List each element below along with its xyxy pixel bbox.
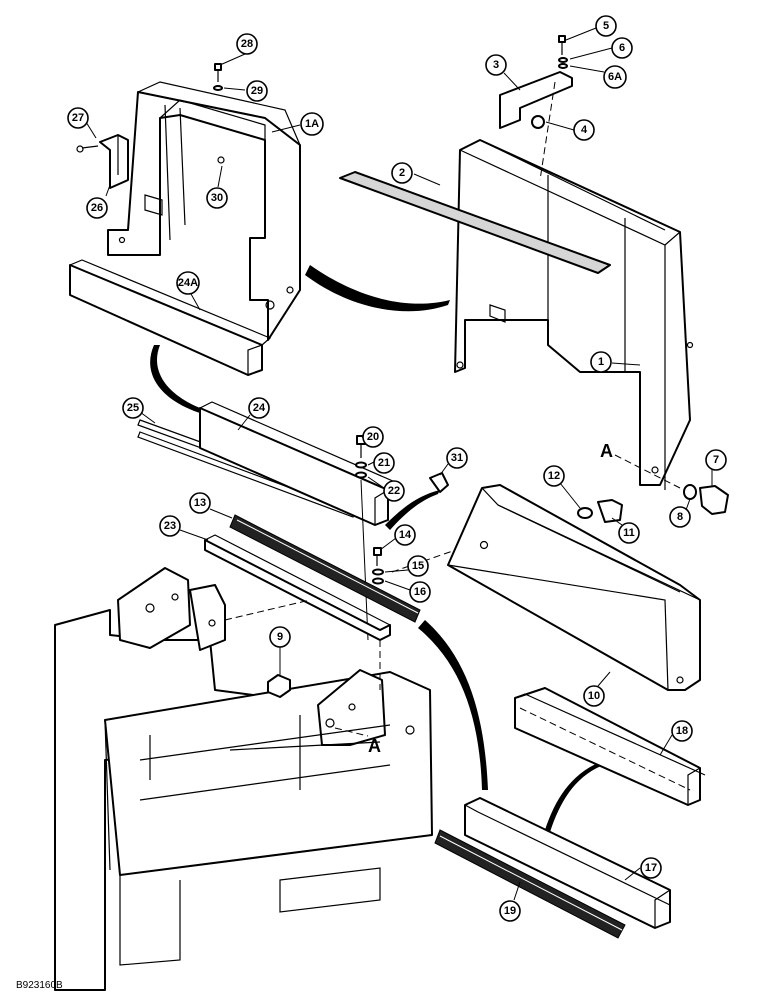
callout-label: 31 xyxy=(451,452,463,464)
callout-label: 21 xyxy=(378,457,390,469)
callout-label: 10 xyxy=(588,690,600,702)
callout-17: 17 xyxy=(640,857,662,879)
callout-15: 15 xyxy=(407,555,429,577)
callout-label: 19 xyxy=(504,905,516,917)
callout-7: 7 xyxy=(705,449,727,471)
callout-18: 18 xyxy=(671,720,693,742)
callout-5: 5 xyxy=(595,15,617,37)
callout-label: 18 xyxy=(676,725,688,737)
callout-31: 31 xyxy=(446,447,468,469)
callout-label: 15 xyxy=(412,560,424,572)
callout-label: 26 xyxy=(91,202,103,214)
callout-label: 30 xyxy=(211,192,223,204)
callout-label: 22 xyxy=(388,485,400,497)
callout-label: 8 xyxy=(677,511,683,523)
callout-28: 28 xyxy=(236,33,258,55)
screw-28 xyxy=(213,63,223,91)
bolt-20 xyxy=(355,435,369,641)
curved-arrow-1a-to-1 xyxy=(305,265,450,312)
callout-label: 3 xyxy=(493,59,499,71)
seal-19 xyxy=(434,829,626,939)
angle-24a xyxy=(69,259,272,376)
clip-31 xyxy=(385,472,449,530)
curved-arrow-24a-to-24 xyxy=(150,345,205,414)
callout-label: 1 xyxy=(598,356,604,368)
cover-10 xyxy=(447,484,701,691)
callout-27: 27 xyxy=(67,107,89,129)
screw-14 xyxy=(372,544,471,585)
callout-30: 30 xyxy=(206,187,228,209)
callout-13: 13 xyxy=(189,492,211,514)
callout-label: 17 xyxy=(645,862,657,874)
frame-1a xyxy=(107,81,301,341)
callout-label: 23 xyxy=(164,520,176,532)
callout-label: 29 xyxy=(251,85,263,97)
callout-21: 21 xyxy=(373,452,395,474)
callout-26: 26 xyxy=(86,197,108,219)
curved-arrow-to-angle-17 xyxy=(545,762,601,832)
callout-19: 19 xyxy=(499,900,521,922)
callout-label: 9 xyxy=(277,631,283,643)
callout-4: 4 xyxy=(573,119,595,141)
angle-17 xyxy=(464,797,671,929)
reference-letter-a-lower: A xyxy=(368,736,381,756)
callout-14: 14 xyxy=(394,524,416,546)
callout-1: 1 xyxy=(590,351,612,373)
bracket-26 xyxy=(76,134,129,189)
callout-20: 20 xyxy=(362,426,384,448)
frame-1 xyxy=(454,139,694,490)
callout-label: 28 xyxy=(241,38,253,50)
callout-label: 25 xyxy=(127,402,139,414)
seal-13 xyxy=(229,514,421,623)
callout-label: 11 xyxy=(623,527,635,539)
callout-label: 7 xyxy=(713,454,719,466)
bolt-7 xyxy=(614,454,729,515)
callout-label: 1A xyxy=(305,118,319,130)
callout-label: 6A xyxy=(608,71,622,83)
callout-label: 4 xyxy=(581,124,588,136)
strip-2 xyxy=(339,171,611,274)
callout-label: 12 xyxy=(548,470,560,482)
drawing-code: B923160B xyxy=(16,980,63,991)
callout-label: 5 xyxy=(603,20,609,32)
callout-8: 8 xyxy=(669,506,691,528)
callout-29: 29 xyxy=(246,80,268,102)
callout-label: 24 xyxy=(253,402,266,414)
curved-arrow-to-seal-19 xyxy=(418,620,488,790)
reference-letter-a-upper: A xyxy=(600,441,613,461)
callout-22: 22 xyxy=(383,480,405,502)
callout-23: 23 xyxy=(159,515,181,537)
callout-label: 14 xyxy=(399,529,412,541)
callout-1a: 1A xyxy=(300,112,324,136)
callout-label: 6 xyxy=(619,42,625,54)
callout-label: 13 xyxy=(194,497,206,509)
bracket-3 xyxy=(499,35,573,181)
callout-label: 2 xyxy=(399,167,405,179)
callout-label: 20 xyxy=(367,431,379,443)
bolt-11 xyxy=(577,499,623,523)
callout-25: 25 xyxy=(122,397,144,419)
machine-chassis xyxy=(54,567,433,991)
callout-label: 27 xyxy=(72,112,84,124)
callout-3: 3 xyxy=(485,54,507,76)
callout-2: 2 xyxy=(391,162,413,184)
callout-16: 16 xyxy=(409,581,431,603)
angle-18 xyxy=(514,687,706,806)
callout-label: 16 xyxy=(414,586,426,598)
callout-9: 9 xyxy=(269,626,291,648)
callout-6: 6 xyxy=(611,37,633,59)
leader-lines xyxy=(85,27,713,901)
callout-10: 10 xyxy=(583,685,605,707)
plate-23 xyxy=(204,534,391,641)
callout-label: 24A xyxy=(178,277,198,289)
callout-24: 24 xyxy=(248,397,270,419)
callout-6a: 6A xyxy=(603,65,627,89)
callout-12: 12 xyxy=(543,465,565,487)
callout-24a: 24A xyxy=(176,271,200,295)
nut-9 xyxy=(267,674,291,698)
callout-11: 11 xyxy=(618,522,640,544)
